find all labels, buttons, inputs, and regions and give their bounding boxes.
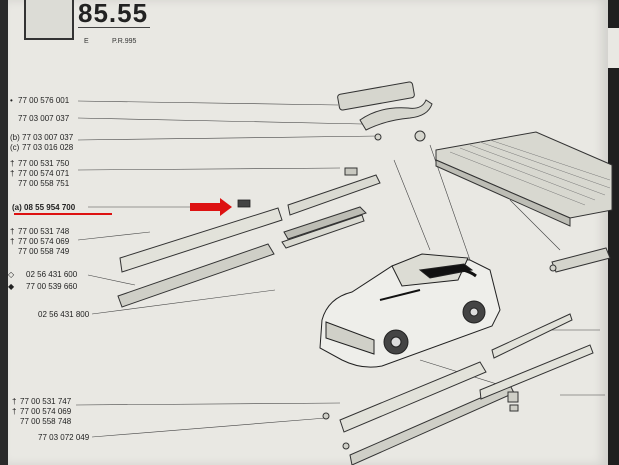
- leader-line: [393, 159, 431, 251]
- leader-line: [509, 199, 561, 251]
- sill-trims: [117, 207, 594, 465]
- dagger-symbol: †: [10, 237, 15, 246]
- fasteners: [322, 391, 519, 450]
- handle-trim: [337, 81, 433, 142]
- rear-trim-pieces: [281, 167, 381, 249]
- car-illustration: [319, 253, 501, 368]
- part-number: 77 03 072 049: [38, 433, 90, 442]
- part-note: (b): [10, 133, 20, 142]
- edition-label: E: [84, 38, 89, 45]
- leader-line: [77, 231, 151, 241]
- dagger-symbol: †: [10, 169, 15, 178]
- part-number: 77 00 558 751: [18, 179, 70, 188]
- marker-dot: •: [10, 96, 13, 105]
- reference-label: P.R.995: [112, 38, 137, 45]
- highlighted-part: [237, 199, 251, 208]
- highlighted-part-number: 08 55 954 700: [24, 203, 76, 212]
- leader-line: [77, 117, 363, 125]
- part-number: 77 03 007 037: [22, 133, 74, 142]
- page-edge: [608, 0, 619, 465]
- diamond-symbol: ◇: [8, 270, 15, 279]
- header-diagram-thumbnail: [24, 0, 74, 40]
- header-rule: [78, 27, 150, 28]
- leader-line: [87, 274, 136, 286]
- part-number: 02 56 431 600: [26, 270, 78, 279]
- part-note: (c): [10, 143, 20, 152]
- door-handle-right: [549, 247, 611, 273]
- part-number: 77 03 007 037: [18, 114, 70, 123]
- leader-line: [75, 402, 341, 406]
- leader-line: [77, 135, 379, 141]
- part-number: 77 00 558 748: [20, 417, 72, 426]
- diamond-symbol: ◆: [8, 282, 15, 291]
- leader-line: [77, 167, 341, 171]
- leader-line: [77, 100, 339, 106]
- dagger-symbol: †: [12, 397, 17, 406]
- dagger-symbol: †: [10, 227, 15, 236]
- part-number: 77 03 016 028: [22, 143, 74, 152]
- part-number: 77 00 558 749: [18, 247, 70, 256]
- red-underline: [14, 213, 112, 215]
- red-arrow-icon: [190, 198, 232, 216]
- part-number: 77 00 574 069: [18, 237, 70, 246]
- part-number: 77 00 576 001: [18, 96, 70, 105]
- part-number: 77 00 574 069: [20, 407, 72, 416]
- part-number: 77 00 574 071: [18, 169, 70, 178]
- leader-line: [91, 289, 276, 315]
- leader-line: [91, 417, 327, 438]
- part-number: 77 00 531 750: [18, 159, 70, 168]
- dagger-symbol: †: [10, 159, 15, 168]
- dagger-symbol: †: [12, 407, 17, 416]
- part-note: (a): [12, 203, 22, 212]
- page-number: 85.55: [78, 0, 149, 28]
- roof-rack: [435, 131, 613, 227]
- part-number: 77 00 531 748: [18, 227, 70, 236]
- part-number: 77 00 539 660: [26, 282, 78, 291]
- part-number: 02 56 431 800: [38, 310, 90, 319]
- part-number: 77 00 531 747: [20, 397, 72, 406]
